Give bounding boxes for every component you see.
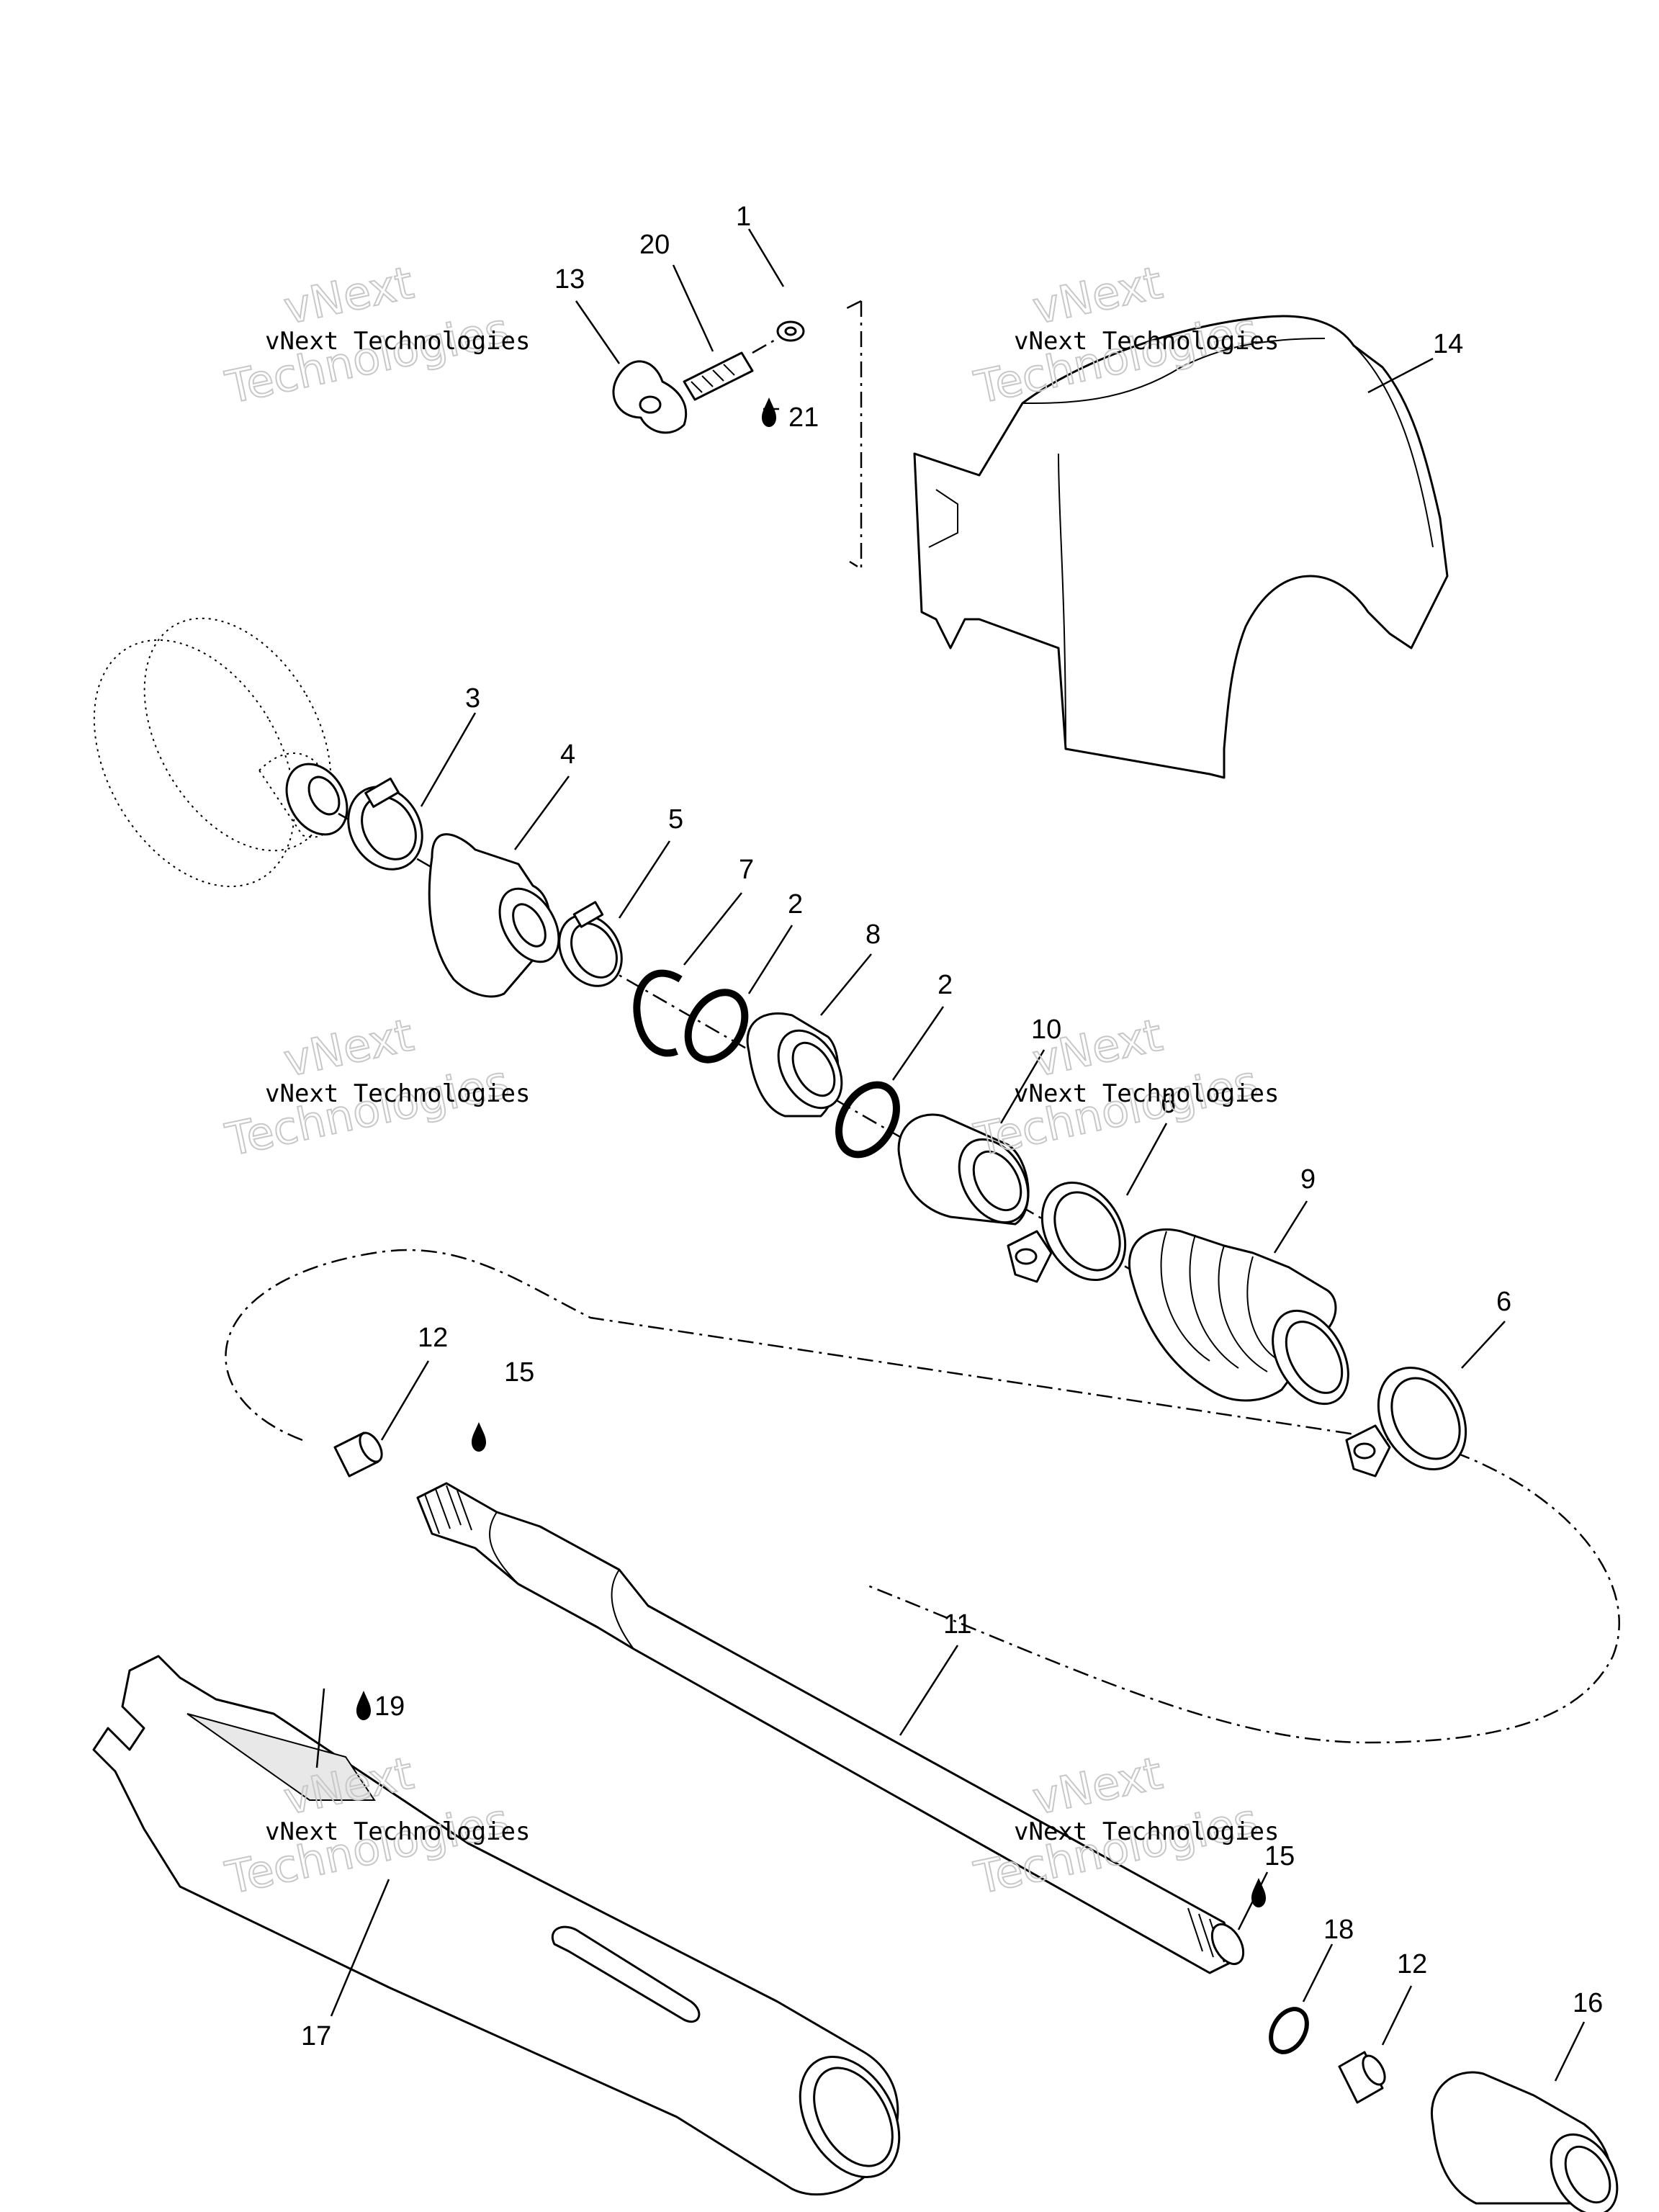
svg-text:vNext: vNext [1028, 256, 1166, 335]
hose-clamp-part-a [1007, 1181, 1127, 1283]
callout-2a: 2 [788, 889, 803, 920]
callout-15a: 15 [504, 1357, 534, 1388]
guard-part [913, 315, 1449, 779]
svg-text:Technologies: Technologies [970, 1055, 1262, 1166]
callout-21: 21 [788, 403, 819, 433]
hose-clamp-part-b [1345, 1366, 1467, 1478]
callout-13: 13 [554, 264, 585, 295]
callout-19: 19 [374, 1691, 405, 1722]
impeller-adapter-part [1431, 2071, 1619, 2212]
drop-icon [356, 397, 1266, 1907]
callout-7: 7 [739, 855, 754, 885]
callout-2b: 2 [938, 970, 953, 1000]
o-ring-part-a [684, 989, 749, 1064]
callout-14: 14 [1433, 329, 1463, 359]
svg-text:Technologies: Technologies [221, 302, 513, 413]
wheel-outline [93, 617, 349, 888]
callout-18: 18 [1323, 1915, 1354, 1945]
callout-20: 20 [639, 230, 670, 260]
bushing-part [897, 1113, 1030, 1226]
watermark-d: vNext Technologies vNext Technologies [969, 1008, 1280, 1167]
assembly-line-top [846, 300, 863, 571]
stud-axis [752, 337, 778, 354]
callout-11: 11 [943, 1609, 971, 1640]
washer-part [776, 320, 805, 342]
o-ring-part-b [835, 1081, 900, 1159]
callout-3: 3 [465, 683, 480, 714]
stud-part [683, 351, 754, 401]
ring-part [1269, 2007, 1309, 2054]
callout-15b: 15 [1264, 1841, 1295, 1871]
svg-text:vNext Technologies: vNext Technologies [1014, 327, 1279, 356]
svg-text:vNext: vNext [279, 256, 418, 335]
callout-16: 16 [1573, 1988, 1603, 2018]
callout-17: 17 [301, 2021, 331, 2051]
svg-text:Technologies: Technologies [221, 1055, 513, 1166]
svg-text:vNext Technologies: vNext Technologies [265, 1079, 530, 1108]
callout-8: 8 [866, 920, 881, 950]
watermark-a: vNext Technologies vNext Technologies [220, 256, 531, 415]
callout-6b: 6 [1496, 1287, 1511, 1317]
callout-10: 10 [1031, 1015, 1061, 1045]
drive-shaft-part [416, 1482, 1245, 1974]
plug-part-b [1338, 2051, 1386, 2104]
assembly-loop [225, 1249, 1620, 1744]
bellows-boot-part [1128, 1228, 1349, 1406]
svg-text:vNext Technologies: vNext Technologies [1014, 1817, 1279, 1846]
wing-nut-part [612, 360, 688, 434]
housing-part [92, 1655, 901, 2196]
callout-labels: 1 20 13 14 21 3 4 5 7 2 8 2 10 6 9 6 12 … [301, 202, 1603, 2051]
svg-text:vNext Technologies: vNext Technologies [265, 327, 530, 356]
callout-4: 4 [560, 739, 575, 770]
clamp-small-part [347, 777, 423, 871]
callout-9: 9 [1300, 1164, 1316, 1195]
seal-carrier-part [746, 1012, 843, 1118]
callout-12b: 12 [1397, 1949, 1427, 1979]
svg-text:vNext Technologies: vNext Technologies [265, 1817, 530, 1846]
clamp-mid-part [558, 901, 623, 987]
callout-12a: 12 [418, 1323, 448, 1353]
plug-part-a [333, 1431, 383, 1478]
coupler-part [428, 833, 560, 998]
callout-5: 5 [668, 804, 683, 835]
svg-text:vNext Technologies: vNext Technologies [1014, 1079, 1279, 1108]
callout-1: 1 [736, 202, 751, 232]
retaining-ring-part [633, 969, 683, 1057]
callout-6a: 6 [1161, 1089, 1176, 1119]
svg-text:vNext: vNext [1028, 1747, 1166, 1825]
watermark-c: vNext Technologies vNext Technologies [220, 1008, 531, 1167]
leader-lines [315, 228, 1586, 2082]
svg-text:vNext: vNext [279, 1009, 418, 1087]
